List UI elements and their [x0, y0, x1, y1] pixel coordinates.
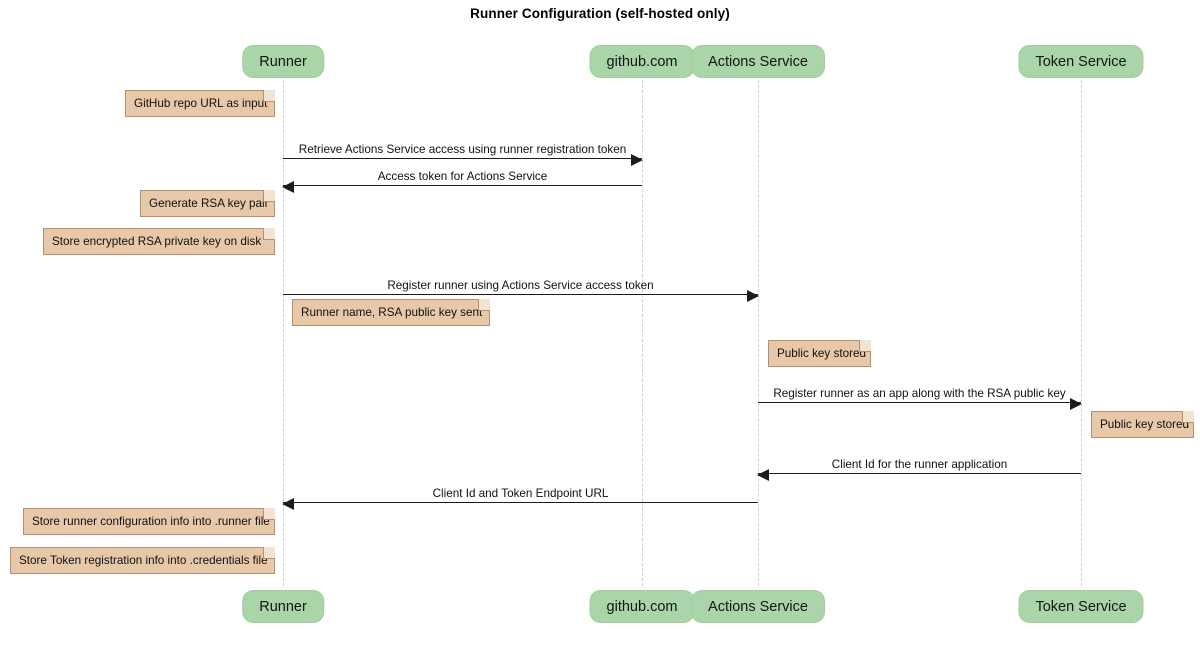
message-label: Access token for Actions Service	[377, 170, 548, 183]
participant-label: Token Service	[1035, 599, 1127, 615]
participant-runner-top[interactable]: Runner	[242, 45, 324, 78]
note-store-private-key[interactable]: Store encrypted RSA private key on disk	[43, 228, 275, 255]
participant-token-bottom[interactable]: Token Service	[1018, 590, 1144, 623]
page-title: Runner Configuration (self-hosted only)	[470, 6, 730, 21]
note-fold-corner-icon	[263, 228, 275, 240]
lifeline-runner	[283, 80, 284, 586]
message-label: Register runner as an app along with the…	[773, 387, 1066, 400]
note-fold-corner-icon	[478, 299, 490, 311]
participant-runner-bottom[interactable]: Runner	[242, 590, 324, 623]
message-line	[283, 502, 758, 503]
note-text: Store runner configuration info into .ru…	[32, 515, 270, 528]
note-pubkey-token[interactable]: Public key stored	[1091, 411, 1194, 438]
note-fold-corner-icon	[263, 90, 275, 102]
arrowhead-left-icon	[282, 497, 294, 510]
msg-register-app[interactable]: Register runner as an app along with the…	[758, 373, 1082, 410]
arrowhead-left-icon	[757, 468, 769, 481]
note-runner-name-key[interactable]: Runner name, RSA public key sent	[292, 299, 490, 326]
note-store-runner-file[interactable]: Store runner configuration info into .ru…	[23, 508, 275, 535]
participant-label: Actions Service	[708, 54, 808, 70]
note-fold-corner-icon	[1182, 411, 1194, 423]
participant-actions-top[interactable]: Actions Service	[691, 45, 825, 78]
participant-actions-bottom[interactable]: Actions Service	[691, 590, 825, 623]
message-line	[283, 158, 642, 159]
note-text: Store encrypted RSA private key on disk	[52, 235, 262, 248]
message-label: Register runner using Actions Service ac…	[387, 279, 654, 292]
participant-label: github.com	[606, 54, 678, 70]
note-pubkey-actions[interactable]: Public key stored	[768, 340, 871, 367]
message-line	[283, 185, 642, 186]
note-fold-corner-icon	[859, 340, 871, 352]
arrowhead-right-icon	[631, 153, 643, 166]
message-label: Client Id for the runner application	[831, 458, 1008, 471]
msg-access-token[interactable]: Access token for Actions Service	[282, 156, 642, 193]
note-fold-corner-icon	[263, 190, 275, 202]
msg-register-runner[interactable]: Register runner using Actions Service ac…	[283, 265, 759, 302]
arrowhead-left-icon	[282, 180, 294, 193]
note-fold-corner-icon	[263, 547, 275, 559]
note-fold-corner-icon	[263, 508, 275, 520]
lifeline-token	[1081, 80, 1082, 586]
arrowhead-right-icon	[747, 289, 759, 302]
note-text: Generate RSA key pair	[149, 197, 269, 210]
note-text: Public key stored	[777, 347, 866, 360]
message-label: Retrieve Actions Service access using ru…	[298, 143, 627, 156]
message-line	[758, 402, 1081, 403]
participant-github-bottom[interactable]: github.com	[589, 590, 695, 623]
participant-label: Token Service	[1035, 54, 1127, 70]
participant-token-top[interactable]: Token Service	[1018, 45, 1144, 78]
participant-github-top[interactable]: github.com	[589, 45, 695, 78]
lifeline-actions	[758, 80, 759, 586]
note-generate-rsa[interactable]: Generate RSA key pair	[140, 190, 275, 217]
participant-label: github.com	[606, 599, 678, 615]
note-text: Store Token registration info into .cred…	[19, 554, 268, 567]
note-text: Public key stored	[1100, 418, 1189, 431]
msg-client-id-endpoint[interactable]: Client Id and Token Endpoint URL	[282, 473, 758, 510]
participant-label: Runner	[259, 54, 307, 70]
message-line	[283, 294, 758, 295]
arrowhead-right-icon	[1070, 397, 1082, 410]
note-text: GitHub repo URL as input	[134, 97, 268, 110]
message-line	[758, 473, 1081, 474]
message-label: Client Id and Token Endpoint URL	[432, 487, 609, 500]
note-github-repo-url[interactable]: GitHub repo URL as input	[125, 90, 275, 117]
lifeline-github	[642, 80, 643, 586]
note-store-credentials[interactable]: Store Token registration info into .cred…	[10, 547, 275, 574]
participant-label: Actions Service	[708, 599, 808, 615]
msg-retrieve-actions-access[interactable]: Retrieve Actions Service access using ru…	[283, 129, 643, 166]
note-text: Runner name, RSA public key sent	[301, 306, 483, 319]
msg-client-id[interactable]: Client Id for the runner application	[757, 444, 1081, 481]
participant-label: Runner	[259, 599, 307, 615]
